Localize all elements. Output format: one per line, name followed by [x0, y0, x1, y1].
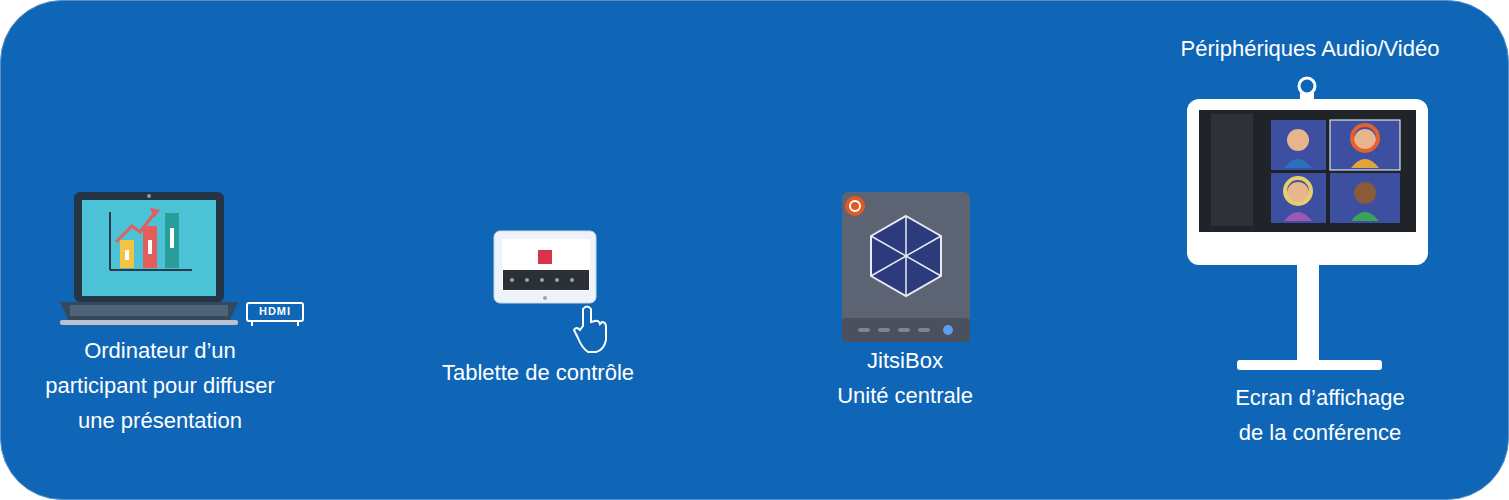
device-caption: Ordinateur d’un participant pour diffuse…: [33, 333, 288, 438]
device-caption: Périphériques Audio/Vidéo: [1140, 31, 1480, 66]
device-caption: Ecran d’affichage de la conférence: [1225, 380, 1415, 450]
jitsibox-illustration: [842, 192, 970, 342]
device-name: JitsiBox: [805, 343, 1005, 378]
laptop-illustration: [60, 192, 303, 326]
tablet-illustration: [494, 231, 606, 352]
device-caption: Tablette de contrôle: [408, 355, 668, 390]
display-illustration: [1187, 78, 1428, 370]
port-label: HDMI: [247, 305, 303, 318]
device-caption: Unité centrale: [805, 378, 1005, 413]
